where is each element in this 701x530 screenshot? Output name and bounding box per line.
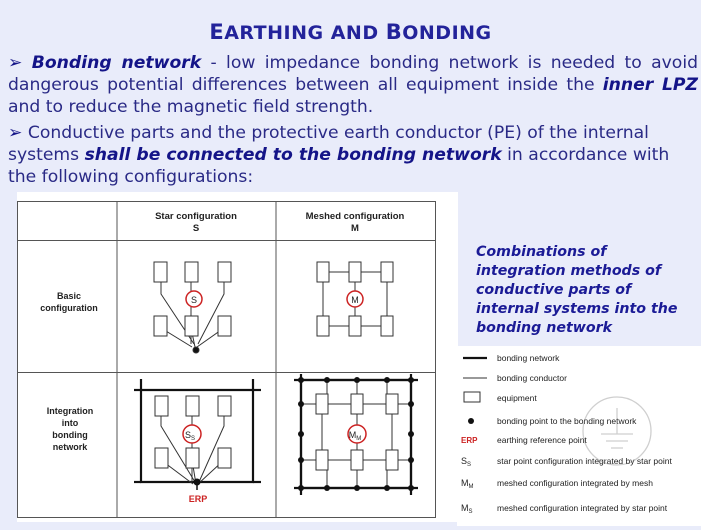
legend-erp: earthing reference point [497, 435, 587, 445]
svg-text:M: M [351, 295, 359, 305]
legend-equipment-icon [463, 391, 481, 403]
term-inner-lpz: inner LPZ [602, 75, 698, 95]
svg-text:MM: MM [349, 430, 362, 442]
legend-ss: star point configuration integrated by s… [497, 456, 672, 466]
slide-title: EARTHING AND BONDING [209, 20, 492, 44]
row-label-basic-2: configuration [40, 303, 98, 313]
legend-mm: meshed configuration integrated by mesh [497, 478, 653, 488]
meshed-basic-diagram [316, 261, 394, 337]
legend-bonding-conductor: bonding conductor [497, 373, 567, 383]
table-grid [17, 201, 436, 518]
row-label-basic: Basic [57, 291, 81, 301]
header-star-code: S [193, 223, 199, 234]
bullet-paragraph-bonding-network: ➢ Bonding network - low impedance bondin… [8, 53, 699, 117]
svg-text:SS: SS [185, 430, 195, 442]
svg-text:S: S [191, 295, 197, 305]
bullet-paragraph-conductive-parts: ➢ Conductive parts and the protective ea… [8, 123, 670, 187]
legend-ss-key: SS [461, 456, 471, 468]
legend-mm-key: MM [461, 478, 474, 490]
erp-label: ERP [189, 494, 208, 504]
meshed-integrated-diagram [294, 374, 418, 495]
row-label-integration-3: bonding [52, 430, 88, 440]
ground-symbol-icon [582, 396, 652, 466]
bullet-arrow-icon: ➢ [8, 123, 23, 143]
legend-bonding-network: bonding network [497, 353, 560, 363]
legend: bonding network bonding conductor equipm… [457, 346, 701, 526]
bullet-arrow-icon: ➢ [8, 53, 23, 73]
header-meshed-code: M [351, 223, 359, 234]
row-label-integration-4: network [53, 442, 89, 452]
header-star: Star configuration [155, 211, 237, 222]
diagram-caption: Combinations of integration methods of c… [476, 244, 678, 336]
legend-bonding-point-icon [468, 418, 474, 424]
term-bonding-network: Bonding network [31, 53, 202, 73]
mesh-marker [346, 290, 364, 308]
star-integrated-marker [182, 424, 202, 444]
legend-ms-key: MS [461, 503, 473, 515]
row-label-integration-2: into [62, 418, 79, 428]
star-point-marker [185, 290, 203, 308]
legend-equipment: equipment [497, 393, 537, 403]
legend-bonding-point: bonding point to the bonding network [497, 416, 637, 426]
emphasis-shall-be-connected: shall be connected to the bonding networ… [84, 145, 502, 165]
legend-erp-key: ERP [461, 436, 478, 445]
legend-ms: meshed configuration integrated by star … [497, 503, 668, 513]
star-integrated-diagram [134, 379, 261, 490]
mesh-integrated-marker [347, 424, 367, 444]
configuration-diagram: Star configuration S Meshed configuratio… [17, 192, 458, 522]
header-meshed: Meshed configuration [306, 211, 405, 222]
row-label-integration: Integration [47, 406, 94, 416]
